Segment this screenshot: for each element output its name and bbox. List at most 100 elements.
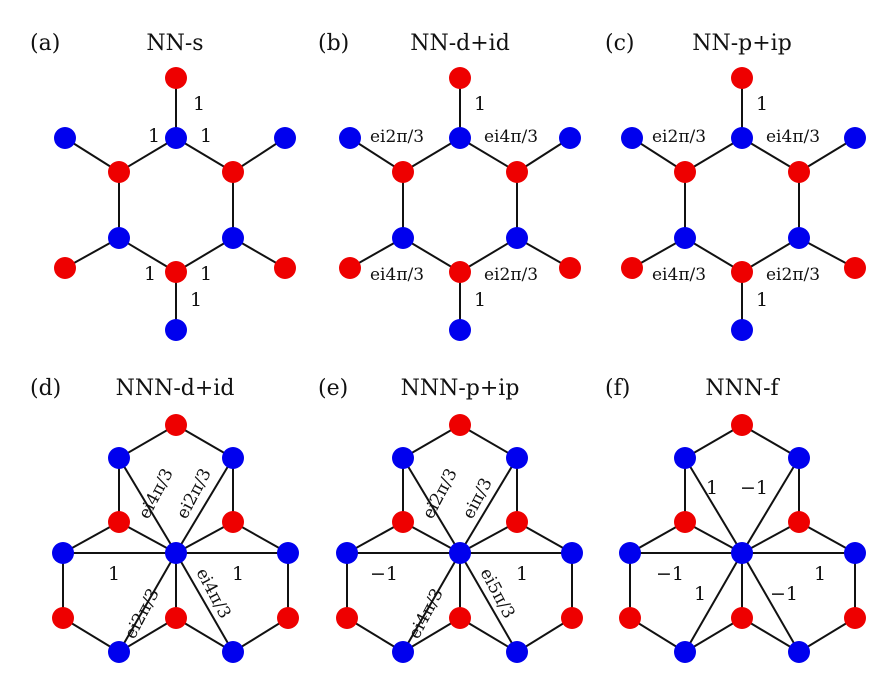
site-blue bbox=[165, 542, 187, 564]
site-blue bbox=[339, 127, 361, 149]
site-blue bbox=[619, 542, 641, 564]
site-red bbox=[392, 511, 414, 533]
site-red bbox=[449, 67, 471, 89]
site-blue bbox=[277, 542, 299, 564]
bond-label: 1 bbox=[694, 583, 706, 605]
site-red bbox=[844, 257, 866, 279]
site-red bbox=[844, 607, 866, 629]
site-red bbox=[619, 607, 641, 629]
bond-label: 1 bbox=[232, 563, 244, 585]
site-red bbox=[449, 414, 471, 436]
site-red bbox=[621, 257, 643, 279]
bond-label: 1 bbox=[474, 93, 486, 115]
bond-label: 1 bbox=[193, 93, 205, 115]
bond-label: −1 bbox=[656, 563, 684, 585]
panel-a: (a) NN-s 1 1 1 1 1 1 bbox=[30, 31, 296, 341]
panel-a-tag: (a) bbox=[30, 31, 60, 56]
site-red bbox=[788, 511, 810, 533]
site-blue bbox=[844, 542, 866, 564]
bond-label: 1 bbox=[148, 125, 160, 147]
site-blue bbox=[788, 227, 810, 249]
site-red bbox=[731, 261, 753, 283]
panel-e-title: NNN-p+ip bbox=[401, 376, 520, 401]
site-red bbox=[731, 414, 753, 436]
bond-label: 1 bbox=[144, 263, 156, 285]
site-blue bbox=[222, 447, 244, 469]
bond-label: ei4π/3 bbox=[484, 127, 538, 147]
panel-c-title: NN-p+ip bbox=[692, 31, 792, 56]
site-red bbox=[674, 161, 696, 183]
bond-label: ei2π/3 bbox=[370, 127, 424, 147]
site-red bbox=[165, 607, 187, 629]
bond-label: 1 bbox=[706, 477, 718, 499]
site-blue bbox=[844, 127, 866, 149]
site-blue bbox=[506, 641, 528, 663]
bond-label: ei4π/3 bbox=[405, 585, 448, 642]
site-red bbox=[108, 161, 130, 183]
site-blue bbox=[449, 127, 471, 149]
site-blue bbox=[559, 127, 581, 149]
site-blue bbox=[621, 127, 643, 149]
bond-label: −1 bbox=[740, 477, 768, 499]
site-blue bbox=[731, 319, 753, 341]
bond-label: ei4π/3 bbox=[370, 265, 424, 285]
panel-f-sites bbox=[619, 414, 866, 663]
site-red bbox=[222, 511, 244, 533]
bond-label: 1 bbox=[190, 289, 202, 311]
site-blue bbox=[506, 447, 528, 469]
panel-e-tag: (e) bbox=[318, 376, 348, 401]
bond-label: 1 bbox=[756, 289, 768, 311]
bond-label: 1 bbox=[814, 563, 826, 585]
bond-label: ei2π/3 bbox=[121, 585, 164, 642]
bond-label: −1 bbox=[370, 563, 398, 585]
site-blue bbox=[108, 447, 130, 469]
site-blue bbox=[54, 127, 76, 149]
site-red bbox=[108, 511, 130, 533]
bond-label: 1 bbox=[474, 289, 486, 311]
panel-f-title: NNN-f bbox=[705, 376, 780, 401]
bond-label: 1 bbox=[516, 563, 528, 585]
panel-c: (c) NN-p+ip 1 ei2π/3 ei4π/3 ei4π/3 bbox=[605, 31, 866, 341]
site-blue bbox=[222, 227, 244, 249]
site-blue bbox=[731, 542, 753, 564]
bond-label: ei2π/3 bbox=[652, 127, 706, 147]
site-red bbox=[449, 261, 471, 283]
site-red bbox=[559, 257, 581, 279]
site-blue bbox=[449, 542, 471, 564]
panel-b-tag: (b) bbox=[318, 31, 349, 56]
site-red bbox=[339, 257, 361, 279]
bond-label: 1 bbox=[108, 563, 120, 585]
site-blue bbox=[506, 227, 528, 249]
panel-b-sites bbox=[339, 67, 581, 341]
site-red bbox=[165, 261, 187, 283]
bond-label: ei2π/3 bbox=[766, 265, 820, 285]
site-red bbox=[561, 607, 583, 629]
site-blue bbox=[731, 127, 753, 149]
site-blue bbox=[674, 641, 696, 663]
site-red bbox=[274, 257, 296, 279]
site-red bbox=[731, 67, 753, 89]
bond-label: −1 bbox=[770, 583, 798, 605]
site-blue bbox=[52, 542, 74, 564]
site-blue bbox=[336, 542, 358, 564]
panel-d: (d) NNN-d+id bbox=[30, 376, 299, 663]
site-blue bbox=[274, 127, 296, 149]
site-blue bbox=[788, 641, 810, 663]
site-red bbox=[731, 607, 753, 629]
site-red bbox=[222, 161, 244, 183]
site-blue bbox=[674, 227, 696, 249]
bond-label: ei2π/3 bbox=[484, 265, 538, 285]
site-red bbox=[788, 161, 810, 183]
panel-d-title: NNN-d+id bbox=[116, 376, 235, 401]
site-blue bbox=[788, 447, 810, 469]
site-red bbox=[506, 511, 528, 533]
panel-d-tag: (d) bbox=[30, 376, 61, 401]
site-blue bbox=[108, 227, 130, 249]
site-red bbox=[392, 161, 414, 183]
site-red bbox=[165, 67, 187, 89]
site-blue bbox=[108, 641, 130, 663]
site-blue bbox=[561, 542, 583, 564]
site-red bbox=[54, 257, 76, 279]
panel-f: (f) NNN-f bbox=[605, 376, 866, 663]
